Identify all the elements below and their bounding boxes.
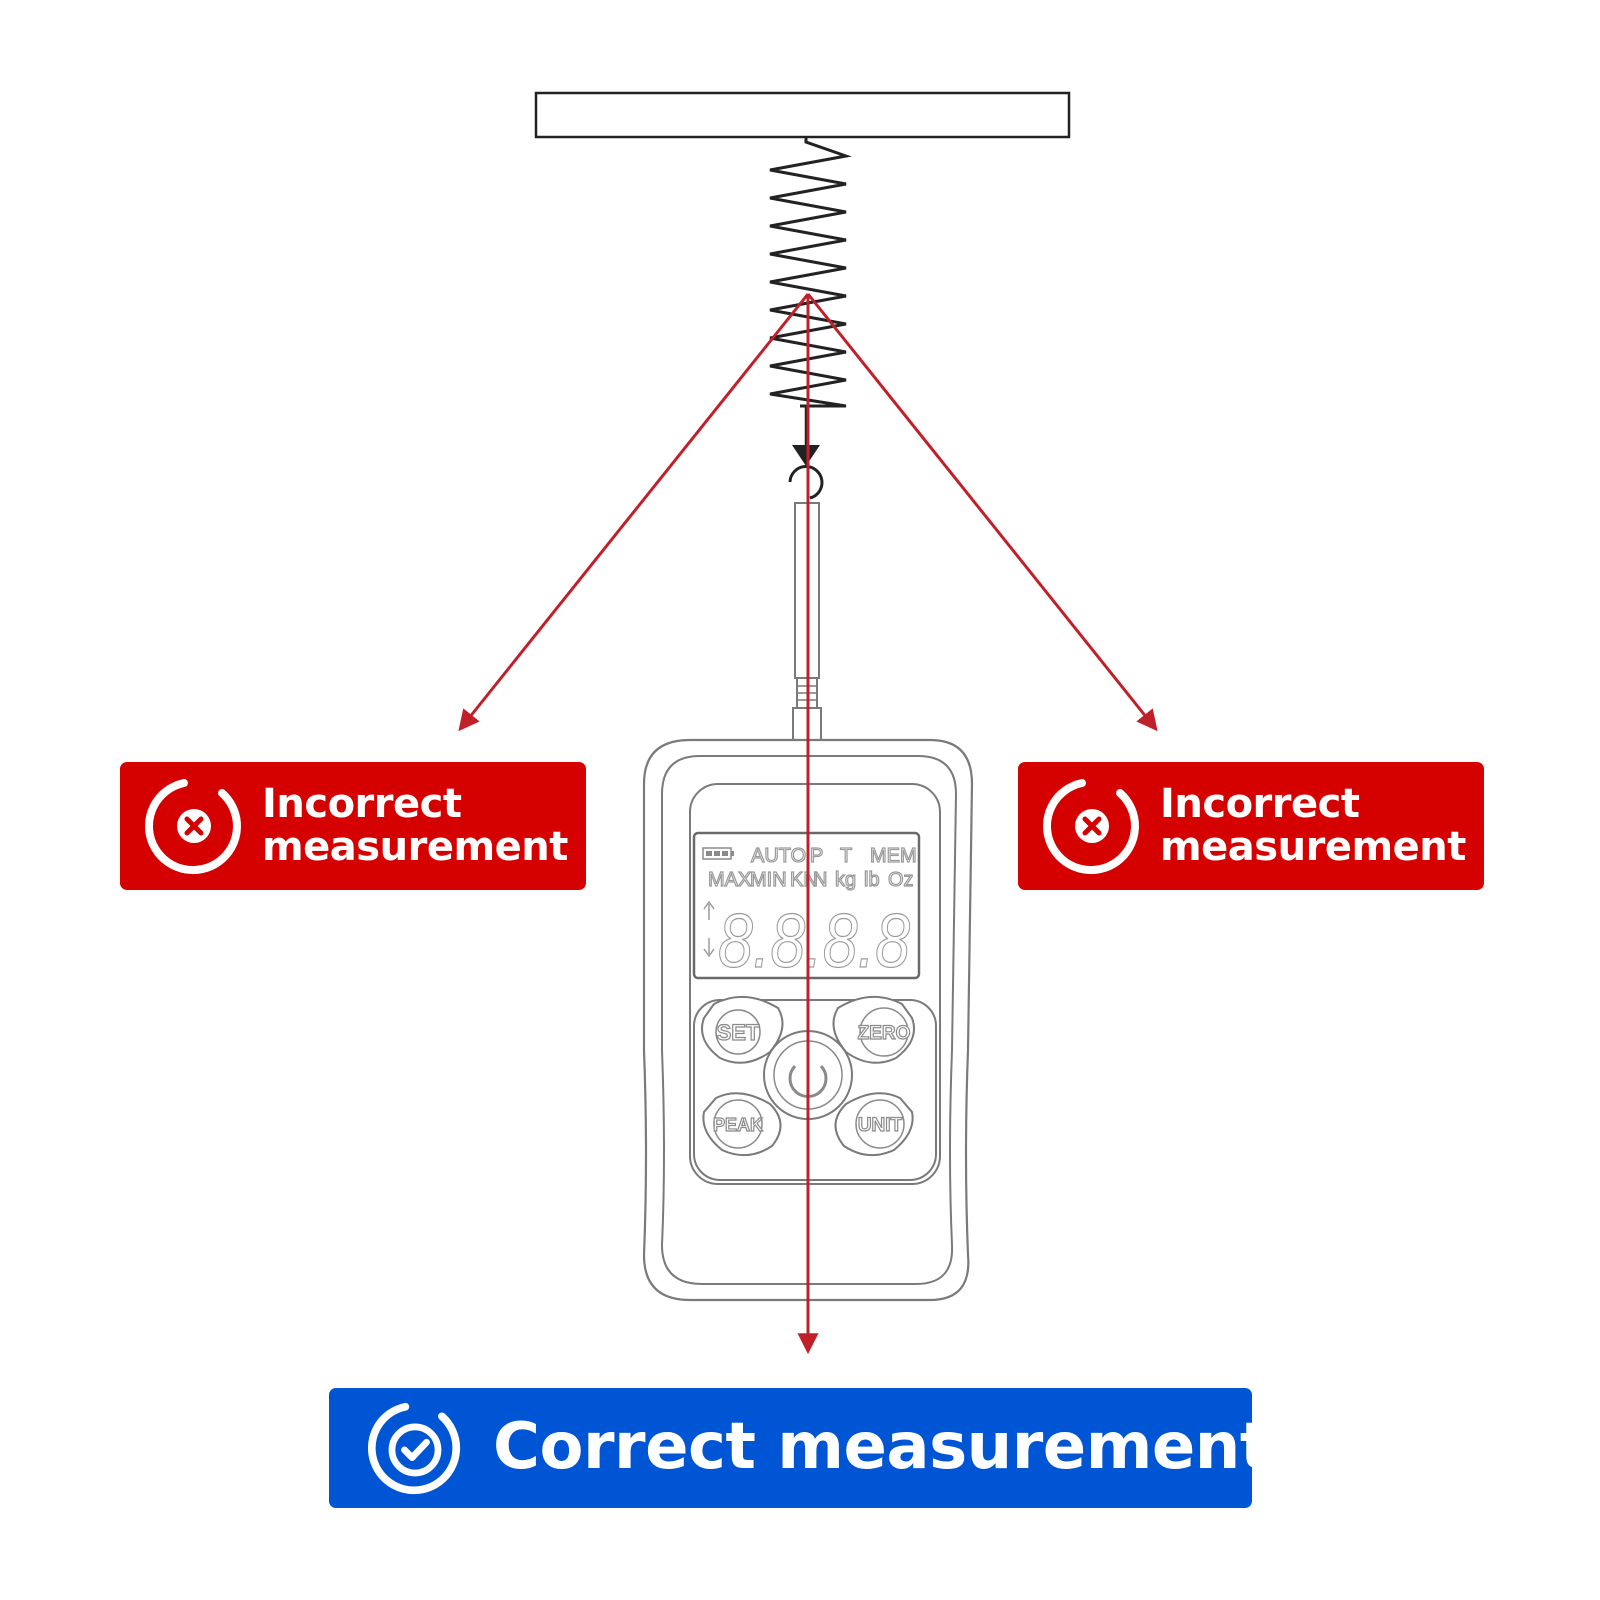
lcd-min: MIN [750, 869, 787, 891]
unit-button[interactable]: UNIT [834, 1092, 914, 1157]
battery-icon [702, 847, 734, 860]
incorrect-label-left-line1: Incorrect [262, 780, 462, 827]
down-arrow-icon [703, 938, 715, 958]
lcd-oz: Oz [888, 869, 914, 891]
lcd-kg: kg [835, 869, 856, 891]
cross-circle-icon [1042, 779, 1139, 875]
set-button[interactable]: SET [701, 995, 784, 1064]
zero-label: ZERO [858, 1023, 911, 1044]
hook [788, 465, 824, 500]
unit-label: UNIT [858, 1115, 903, 1136]
up-arrow-icon [703, 900, 715, 920]
incorrect-label-right-line1: Incorrect [1160, 780, 1360, 827]
lcd-digits: 8.8.8.8 [718, 899, 910, 984]
zero-button[interactable]: ZERO [832, 995, 915, 1064]
peak-label: PEAK [713, 1115, 763, 1135]
lcd-p: P [810, 845, 823, 867]
correct-label-text: Correct measurement [493, 1410, 1270, 1485]
lcd-n: N [813, 869, 827, 891]
lcd-t: T [840, 845, 852, 867]
check-circle-icon [367, 1402, 461, 1495]
lcd-mem: MEM [870, 845, 917, 867]
cross-circle-icon [144, 779, 241, 875]
incorrect-right-arrow [806, 293, 1158, 732]
lcd-kn: KN [790, 869, 818, 891]
lcd-lb: lb [864, 869, 880, 891]
incorrect-left-arrow [458, 293, 810, 732]
lcd-max: MAX [708, 869, 751, 891]
incorrect-label-left: Incorrect measurement [120, 762, 586, 890]
mount-bar [534, 91, 1071, 139]
hook-pointer [792, 445, 820, 466]
lcd-auto: AUTO [751, 845, 806, 867]
peak-button[interactable]: PEAK [702, 1092, 782, 1157]
incorrect-label-left-line2: measurement [262, 824, 568, 870]
incorrect-label-right: Incorrect measurement [1018, 762, 1484, 890]
correct-label: Correct measurement [329, 1388, 1270, 1508]
set-label: SET [717, 1020, 760, 1045]
incorrect-label-right-line2: measurement [1160, 824, 1466, 870]
